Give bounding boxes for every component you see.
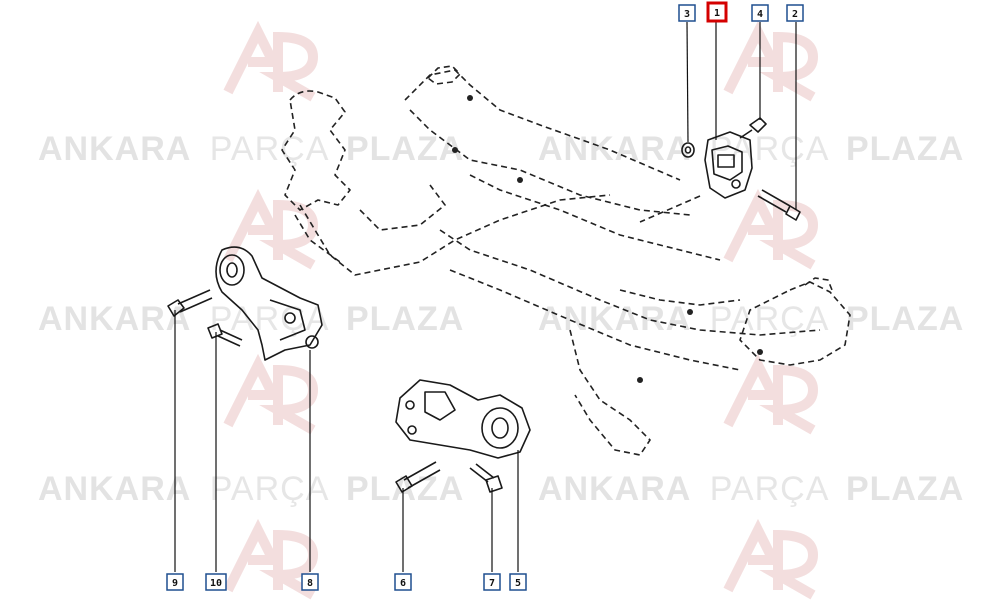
callout-8[interactable]: 8	[301, 573, 319, 591]
svg-text:1: 1	[714, 8, 720, 19]
leader-lines	[174, 21, 797, 572]
mount-bushing	[481, 407, 519, 449]
mount-insert	[717, 154, 735, 168]
mount-connector	[639, 195, 701, 223]
engine-mount-lower[interactable]	[395, 379, 531, 459]
washer[interactable]	[681, 142, 695, 158]
watermark-text-row: ANKARA PARÇA PLAZA	[538, 470, 964, 508]
svg-text:4: 4	[757, 9, 763, 20]
svg-text:3: 3	[684, 9, 690, 20]
torque-rod-hole	[305, 335, 319, 349]
svg-text:9: 9	[172, 578, 178, 589]
watermark-text-row: ANKARA PARÇA PLAZA	[538, 130, 964, 168]
subframe-outline	[281, 65, 851, 456]
torque-rod[interactable]	[215, 246, 323, 361]
svg-text:2: 2	[792, 9, 798, 20]
mount-stud	[731, 179, 741, 189]
frame-hole	[452, 147, 458, 153]
frame-hole	[517, 177, 523, 183]
torque-rod-hole	[284, 312, 296, 324]
bolt-lower-mount-left[interactable]	[395, 461, 441, 493]
callout-10[interactable]: 10	[205, 573, 227, 591]
callout-3[interactable]: 3	[678, 4, 696, 22]
bolt-torque-rod-short[interactable]	[207, 323, 243, 347]
callout-9[interactable]: 9	[166, 573, 184, 591]
watermark-logo	[223, 188, 319, 270]
watermark-texts: ANKARA PARÇA PLAZA ANKARA PARÇA PLAZA AN…	[38, 130, 964, 508]
watermark-text-row: ANKARA PARÇA PLAZA	[538, 300, 964, 338]
callout-6[interactable]: 6	[394, 573, 412, 591]
watermark-text-row: ANKARA PARÇA PLAZA	[38, 470, 464, 508]
engine-mount-upper[interactable]	[704, 131, 753, 199]
frame-hole	[687, 309, 693, 315]
frame-hole	[757, 349, 763, 355]
bolt-small-upper[interactable]	[739, 117, 767, 139]
watermark-logo	[223, 353, 319, 435]
watermark-logo	[723, 518, 819, 600]
callout-1[interactable]: 1	[706, 1, 728, 23]
callout-7[interactable]: 7	[483, 573, 501, 591]
watermark-logo	[223, 518, 319, 600]
watermark-logo	[723, 353, 819, 435]
callout-2[interactable]: 2	[786, 4, 804, 22]
frame-hole	[637, 377, 643, 383]
svg-text:7: 7	[489, 578, 495, 589]
watermark-text-row: ANKARA PARÇA PLAZA	[38, 300, 464, 338]
watermark-logo	[223, 20, 319, 102]
mount-hole	[405, 400, 415, 410]
svg-text:10: 10	[210, 578, 222, 589]
frame-hole	[467, 95, 473, 101]
watermark-logo	[723, 20, 819, 102]
callout-5[interactable]: 5	[509, 573, 527, 591]
callout-4[interactable]: 4	[751, 4, 769, 22]
mount-hole	[407, 425, 417, 435]
bolt-long-upper[interactable]	[757, 189, 801, 221]
svg-text:6: 6	[400, 578, 406, 589]
watermark-text-row: ANKARA PARÇA PLAZA	[38, 130, 464, 168]
svg-text:5: 5	[515, 578, 521, 589]
bolt-lower-mount-right[interactable]	[469, 463, 503, 493]
bolt-torque-rod-long[interactable]	[167, 289, 213, 317]
svg-text:8: 8	[307, 578, 313, 589]
watermark-logo	[723, 188, 819, 270]
torque-rod-bushing	[219, 254, 245, 286]
